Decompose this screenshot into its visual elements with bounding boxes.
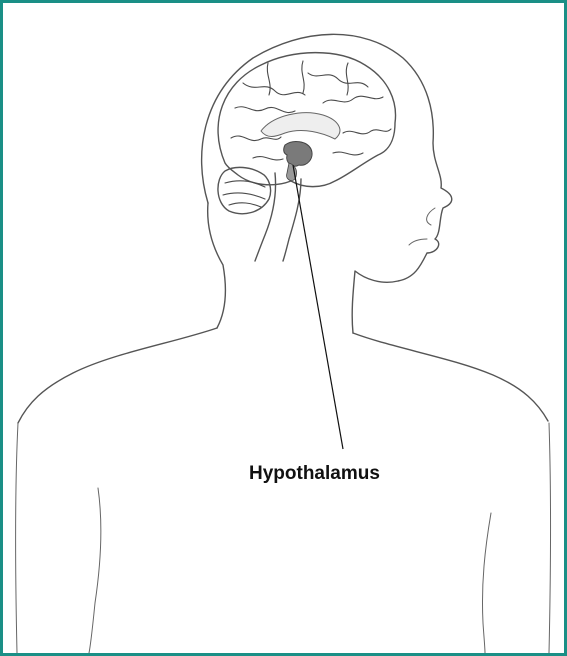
- brain-fold: [343, 129, 391, 134]
- brain-fold: [243, 83, 305, 95]
- neck-back-outline: [208, 203, 226, 328]
- right-shoulder-outline: [353, 333, 548, 421]
- brainstem-outline: [255, 173, 276, 261]
- lip-detail: [409, 239, 427, 245]
- nose-detail: [427, 208, 435, 225]
- left-shoulder-outline: [18, 328, 217, 423]
- hypothalamus-leader-line: [293, 165, 343, 449]
- corpus-callosum: [261, 113, 340, 139]
- hypothalamus-region: [284, 142, 312, 167]
- cerebellum-fold: [223, 181, 265, 207]
- anatomy-illustration: [3, 3, 564, 653]
- right-arm-outer: [549, 423, 551, 653]
- right-arm-line: [482, 513, 491, 653]
- brain-fold: [308, 73, 368, 87]
- brainstem-outline: [283, 179, 301, 261]
- hypothalamus-label: Hypothalamus: [249, 463, 380, 485]
- cerebellum-outline: [218, 167, 271, 213]
- left-arm-outer: [16, 423, 18, 653]
- brain-fold: [235, 107, 295, 113]
- brain-fold: [323, 96, 383, 103]
- left-arm-line: [89, 488, 101, 653]
